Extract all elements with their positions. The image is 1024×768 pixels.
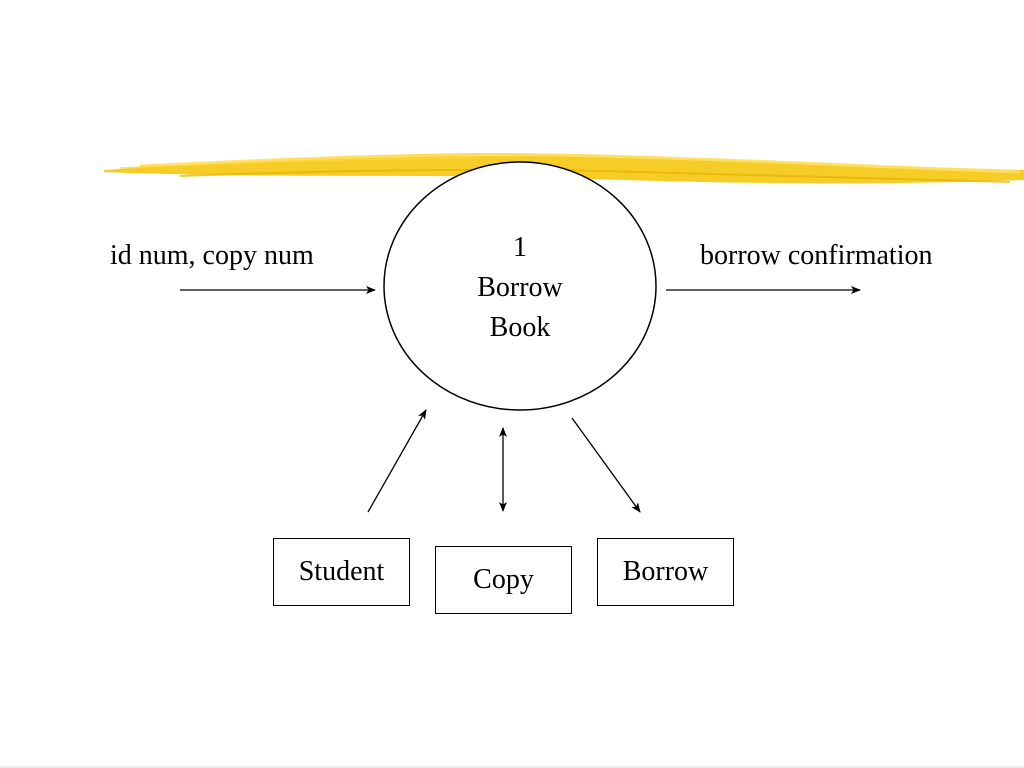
process-bubble: [383, 161, 657, 411]
data-store-student-label: Student: [298, 556, 385, 587]
borrow-flow-arrow: [571, 417, 641, 513]
input-flow-label: id num, copy num: [110, 240, 314, 271]
process-number: 1: [513, 232, 527, 263]
student-flow-arrow: [367, 409, 427, 513]
bottom-divider: [0, 766, 1024, 768]
data-store-copy: Copy: [435, 546, 572, 614]
output-flow-label: borrow confirmation: [700, 240, 933, 271]
process-label: 1 Borrow Book: [440, 228, 600, 348]
data-store-borrow: Borrow: [597, 538, 734, 606]
process-name-line2: Book: [489, 312, 551, 343]
data-store-borrow-label: Borrow: [622, 556, 709, 587]
process-name-line1: Borrow: [477, 272, 563, 303]
data-store-student: Student: [273, 538, 410, 606]
data-store-copy-label: Copy: [473, 564, 534, 595]
